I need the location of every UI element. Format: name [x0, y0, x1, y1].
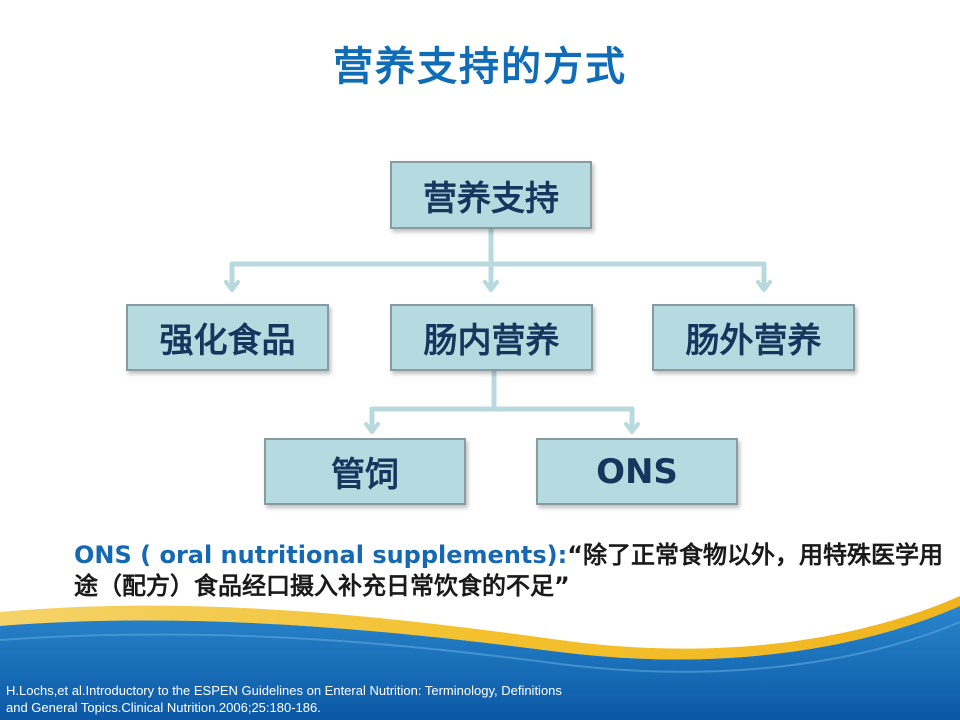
node-fortified-food: 强化食品 [126, 304, 329, 371]
arrowhead-food [224, 280, 240, 292]
ons-term: ONS ( oral nutritional supplements): [74, 541, 568, 569]
arrowhead-tube [364, 422, 380, 434]
node-nutrition-support: 营养支持 [390, 161, 592, 229]
node-tube-feeding: 管饲 [264, 438, 466, 505]
reference-line-1: H.Lochs,et al.Introductory to the ESPEN … [6, 683, 562, 698]
ons-definition-text: “除了正常食物以外，用特殊医学用途（配方）食品经口摄入补充日常饮食的不足” [74, 541, 944, 600]
slide-title: 营养支持的方式 [333, 44, 627, 90]
node-ons: ONS [536, 438, 738, 505]
arrowhead-ons [624, 422, 640, 434]
node-parenteral-nutrition: 肠外营养 [652, 304, 855, 371]
arrowhead-enteral [483, 280, 499, 292]
reference-line-2: and General Topics.Clinical Nutrition.20… [6, 700, 321, 715]
reference-citation: H.Lochs,et al.Introductory to the ESPEN … [6, 682, 706, 716]
node-enteral-nutrition: 肠内营养 [390, 304, 593, 371]
arrowhead-parenteral [756, 280, 772, 292]
ons-definition: ONS ( oral nutritional supplements):“除了正… [74, 540, 944, 602]
